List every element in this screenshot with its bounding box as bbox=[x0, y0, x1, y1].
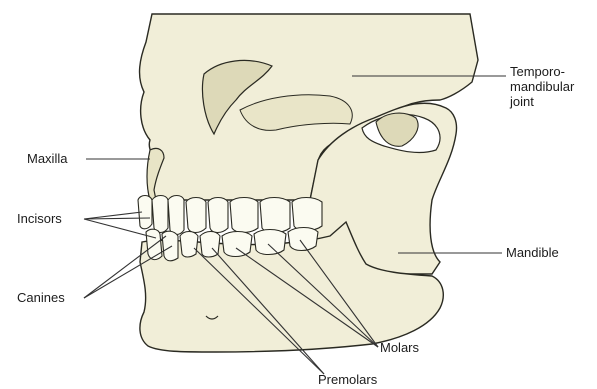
label-tmj-line2: mandibular bbox=[510, 79, 574, 94]
label-canines: Canines bbox=[17, 290, 65, 305]
label-tmj: Temporo- mandibular joint bbox=[510, 64, 574, 109]
label-mandible: Mandible bbox=[506, 245, 559, 260]
label-incisors: Incisors bbox=[17, 211, 62, 226]
label-tmj-line3: joint bbox=[510, 94, 574, 109]
label-molars: Molars bbox=[380, 340, 419, 355]
label-premolars: Premolars bbox=[318, 372, 377, 387]
label-tmj-line1: Temporo- bbox=[510, 64, 574, 79]
label-maxilla: Maxilla bbox=[27, 151, 67, 166]
